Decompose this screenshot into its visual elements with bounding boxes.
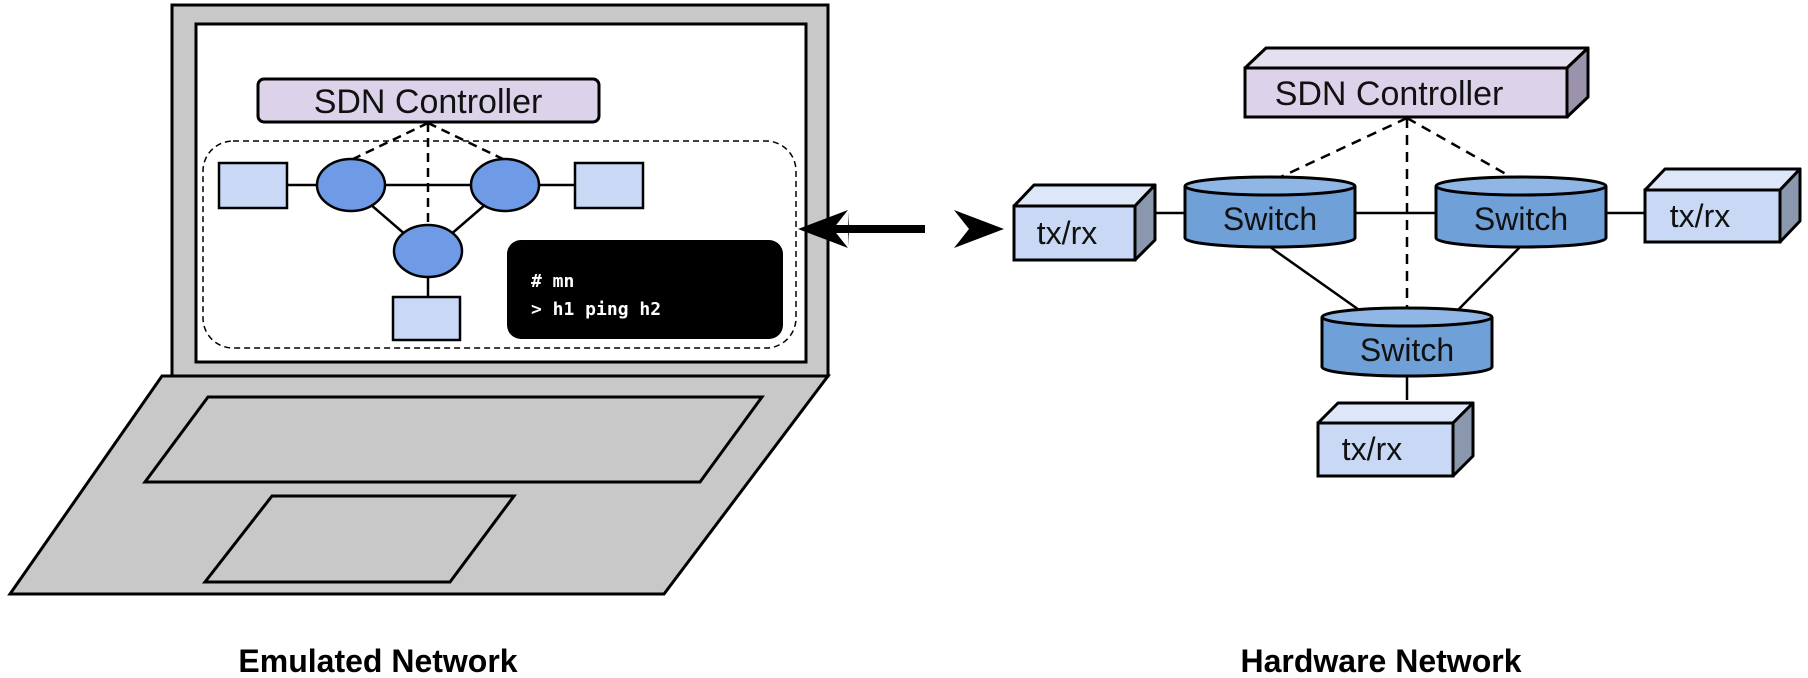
hw-host-bottom: tx/rx — [1316, 401, 1475, 478]
hw-switch-bottom-label: Switch — [1360, 332, 1454, 368]
hw-link-switch-right-switch-bottom — [1455, 246, 1521, 313]
terminal-window — [507, 240, 783, 339]
hardware-network: SDN Controller tx/rx tx/rx tx/rx Sw — [1012, 46, 1802, 478]
emulated-switch-left — [315, 157, 387, 213]
hardware-network-caption: Hardware Network — [1241, 643, 1522, 678]
emulated-switch-right — [469, 157, 541, 213]
emulated-network-boundary — [202, 140, 797, 349]
hw-switch-bottom: Switch — [1320, 306, 1494, 378]
link-switch-left-switch-bottom — [369, 203, 408, 237]
hw-host-left: tx/rx — [1012, 183, 1157, 262]
link-switch-right-switch-bottom — [448, 203, 487, 237]
emulated-network-caption: Emulated Network — [238, 643, 517, 678]
emulated-sdn-controller-label: SDN Controller — [314, 83, 543, 121]
terminal-line-1: # mn — [531, 271, 574, 292]
hw-host-left-label: tx/rx — [1037, 215, 1097, 251]
emulated-network: SDN Controller # mn > h1 ping h2 — [202, 77, 797, 349]
hw-switch-right-label: Switch — [1474, 201, 1568, 237]
bidirectional-arrow-icon — [798, 210, 1004, 248]
hw-switch-left: Switch — [1183, 175, 1357, 249]
hw-controller-link-left — [1269, 116, 1408, 184]
hw-host-bottom-label: tx/rx — [1342, 431, 1402, 467]
laptop-keyboard — [142, 395, 765, 484]
hw-host-right-label: tx/rx — [1670, 198, 1730, 234]
emulated-sdn-controller — [256, 77, 601, 124]
hw-sdn-controller-label: SDN Controller — [1275, 75, 1504, 113]
hw-host-right: tx/rx — [1643, 167, 1802, 244]
emulated-host-right — [573, 161, 645, 210]
emulated-host-left — [217, 161, 289, 210]
hw-switch-right: Switch — [1434, 175, 1608, 249]
emulated-host-bottom — [391, 295, 462, 342]
emulated-switch-bottom — [392, 223, 464, 279]
hw-controller-link-right — [1406, 116, 1521, 184]
hw-link-switch-left-switch-bottom — [1269, 245, 1363, 314]
terminal-line-2: > h1 ping h2 — [531, 299, 661, 320]
hw-sdn-controller: SDN Controller — [1243, 46, 1590, 119]
laptop-trackpad — [201, 494, 517, 584]
hw-switch-left-label: Switch — [1223, 201, 1317, 237]
